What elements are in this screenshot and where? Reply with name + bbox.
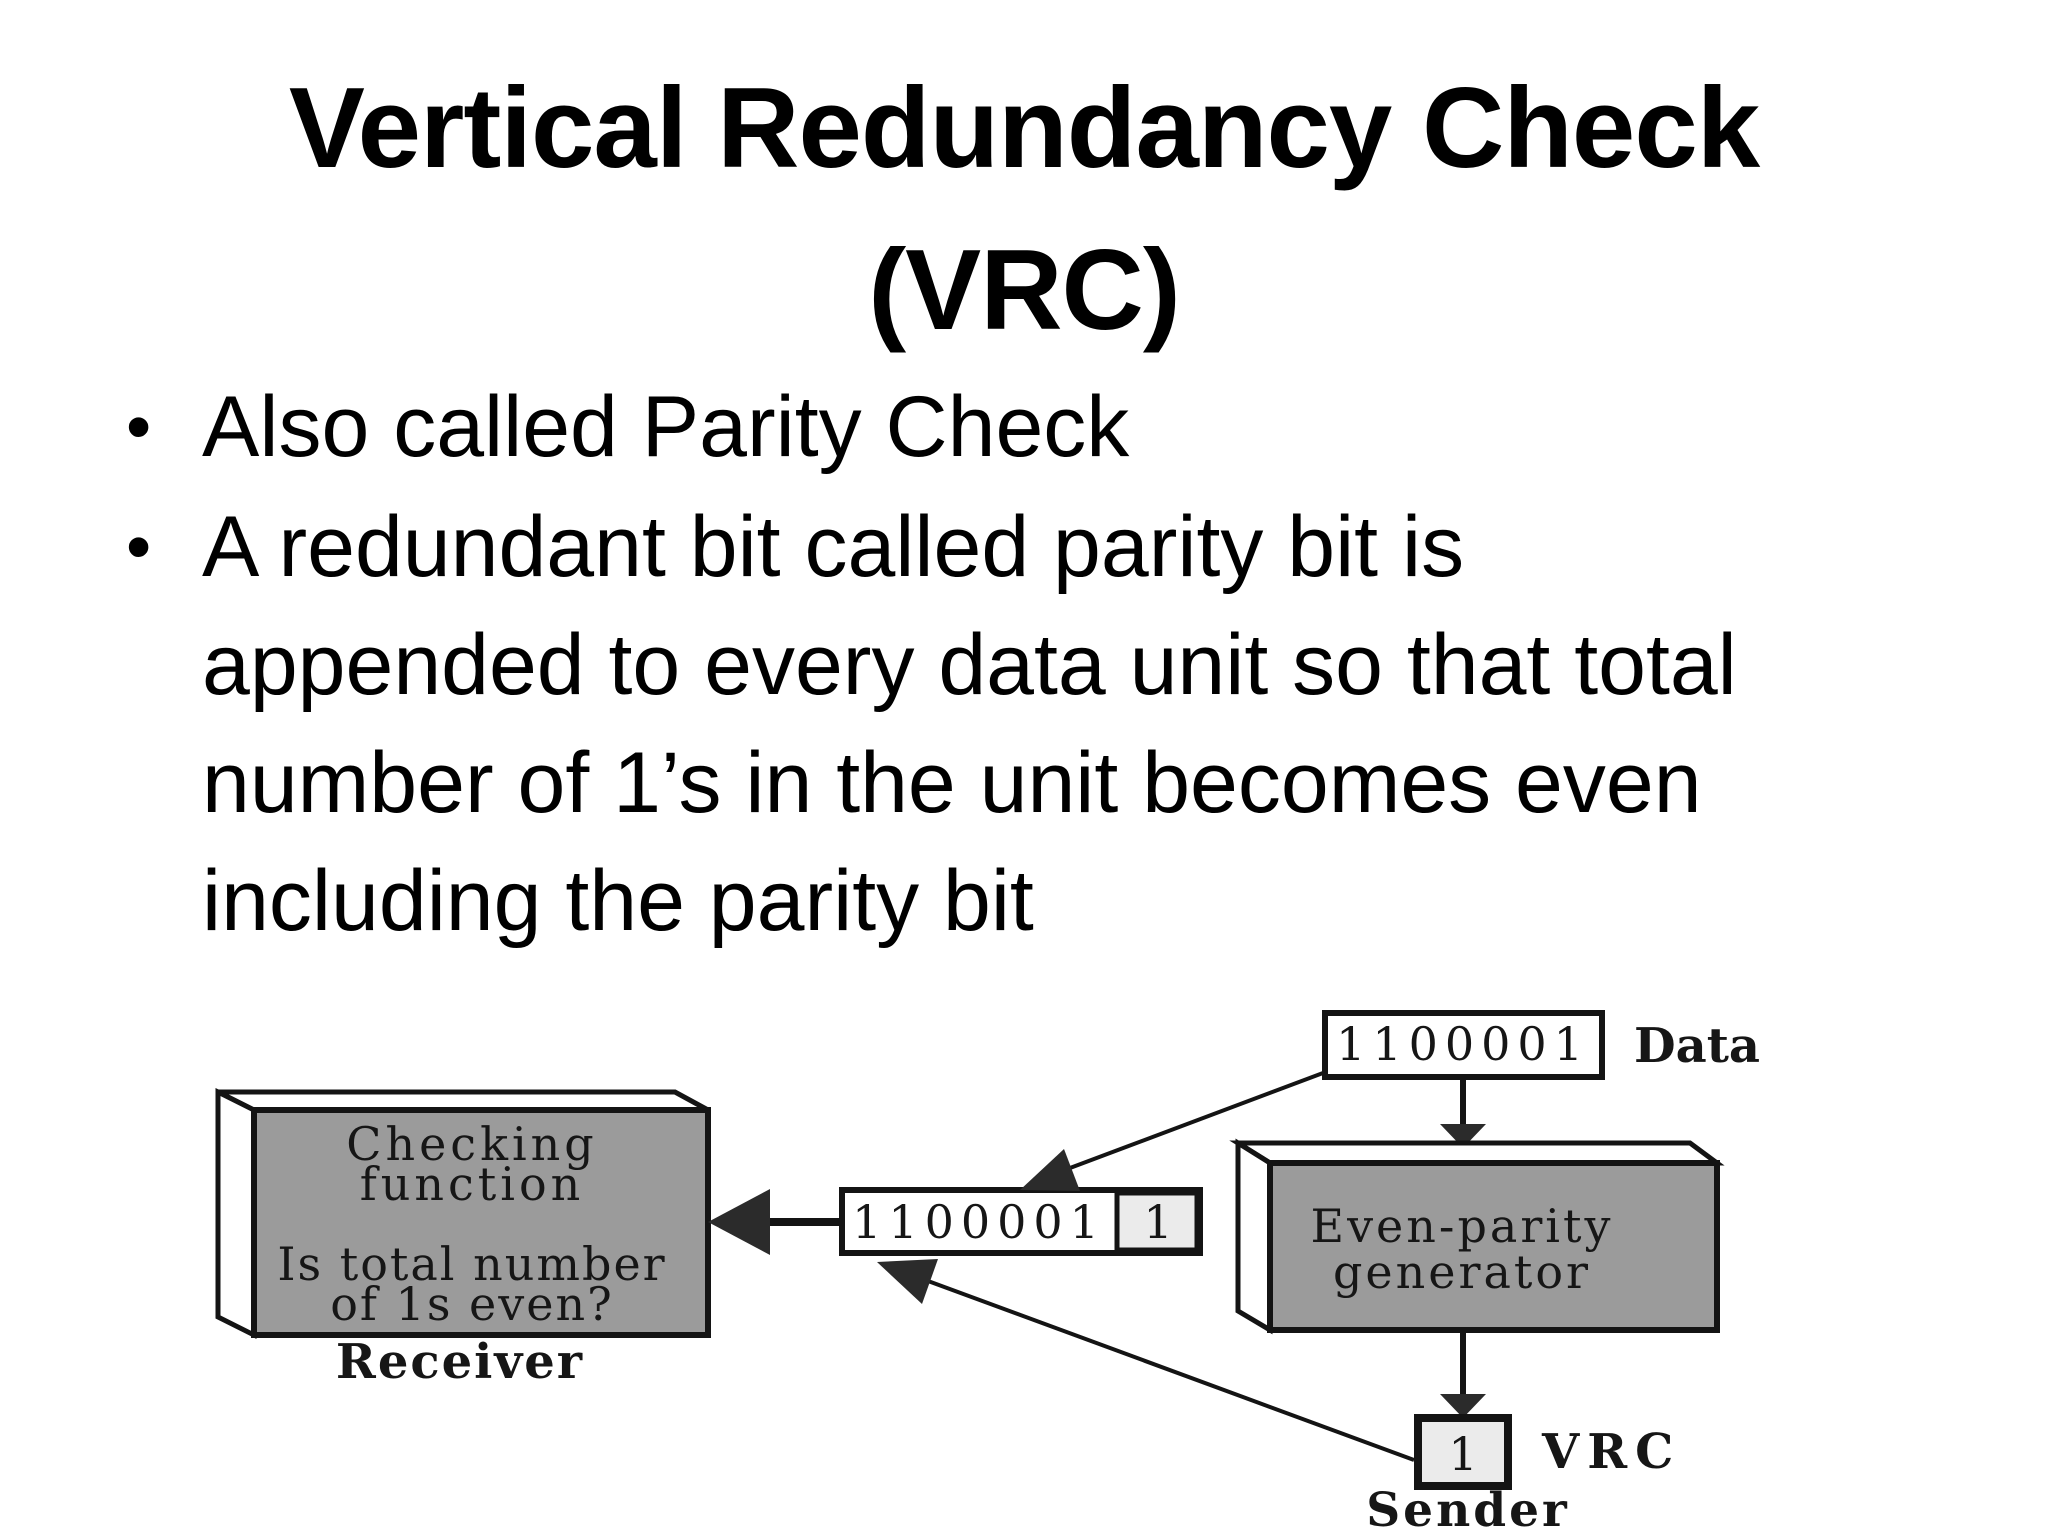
arrow-data-to-generator bbox=[1440, 1077, 1486, 1148]
generator-text-line2: generator bbox=[1333, 1245, 1591, 1299]
generator-box: Even-parity generator bbox=[1229, 1138, 1725, 1335]
arrow-line bbox=[1061, 1071, 1324, 1173]
arrowhead-down bbox=[1440, 1394, 1486, 1418]
receiver-box-left-face bbox=[215, 1087, 257, 1340]
bullet-dot: • bbox=[126, 387, 152, 467]
sender-label: Sender bbox=[1366, 1483, 1570, 1536]
receiver-text-line2: function bbox=[360, 1157, 585, 1211]
data-box: 1100001 Data bbox=[1322, 1010, 1760, 1080]
unit-parity-cell bbox=[1114, 1190, 1200, 1253]
generator-box-left-face bbox=[1235, 1138, 1273, 1335]
unit-bits-text: 1100001 bbox=[852, 1195, 1106, 1249]
generator-box-front-face bbox=[1267, 1160, 1720, 1333]
arrow-unit-to-receiver bbox=[708, 1189, 845, 1255]
data-bits-text: 1100001 bbox=[1336, 1017, 1590, 1071]
receiver-label: Receiver bbox=[336, 1334, 584, 1390]
arrowhead-diagonal bbox=[1020, 1149, 1080, 1191]
unit-parity-text: 1 bbox=[1143, 1195, 1172, 1249]
arrow-generator-to-vrc bbox=[1440, 1330, 1486, 1418]
receiver-text-line3: Is total number bbox=[277, 1237, 666, 1291]
bullet-text-line: including the parity bit bbox=[202, 853, 1034, 949]
bullet-text-line: A redundant bit called parity bit is bbox=[202, 499, 1465, 595]
receiver-box-front-face bbox=[251, 1107, 711, 1338]
data-label: Data bbox=[1634, 1018, 1760, 1074]
vrc-box-outline bbox=[1414, 1414, 1512, 1490]
slide-title: Vertical Redundancy Check (VRC) bbox=[0, 48, 2048, 372]
receiver-text-line1: Checking bbox=[346, 1117, 597, 1171]
generator-text-line1: Even-parity bbox=[1310, 1199, 1613, 1253]
bullet-item: • Also called Parity Check bbox=[126, 368, 1926, 486]
bullet-text-line: Also called Parity Check bbox=[202, 379, 1130, 475]
receiver-box: Checking function Is total number of 1s … bbox=[215, 1087, 711, 1390]
bullet-item: • A redundant bit called parity bit is a… bbox=[126, 488, 1926, 960]
arrowhead-left bbox=[708, 1189, 770, 1255]
arrowhead-diagonal bbox=[877, 1259, 938, 1304]
title-line-2: (VRC) bbox=[868, 227, 1181, 354]
arrow-line bbox=[927, 1279, 1415, 1462]
unit-box: 1100001 1 bbox=[839, 1187, 1203, 1256]
receiver-text-line4: of 1s even? bbox=[330, 1277, 614, 1331]
vrc-box: 1 VRC Sender bbox=[1366, 1414, 1681, 1536]
arrow-data-to-unit bbox=[1020, 1071, 1324, 1191]
vrc-label: VRC bbox=[1541, 1424, 1681, 1480]
bullet-dot: • bbox=[126, 507, 152, 587]
vrc-bit-text: 1 bbox=[1448, 1427, 1477, 1481]
bullet-text-line: appended to every data unit so that tota… bbox=[202, 617, 1737, 713]
bullet-text-line: number of 1’s in the unit becomes even bbox=[202, 735, 1702, 831]
arrowhead-down bbox=[1440, 1124, 1486, 1148]
bullet-list: • Also called Parity Check • A redundant… bbox=[126, 368, 1926, 960]
title-line-1: Vertical Redundancy Check bbox=[288, 65, 1760, 192]
arrow-vrc-to-unit bbox=[877, 1259, 1415, 1462]
